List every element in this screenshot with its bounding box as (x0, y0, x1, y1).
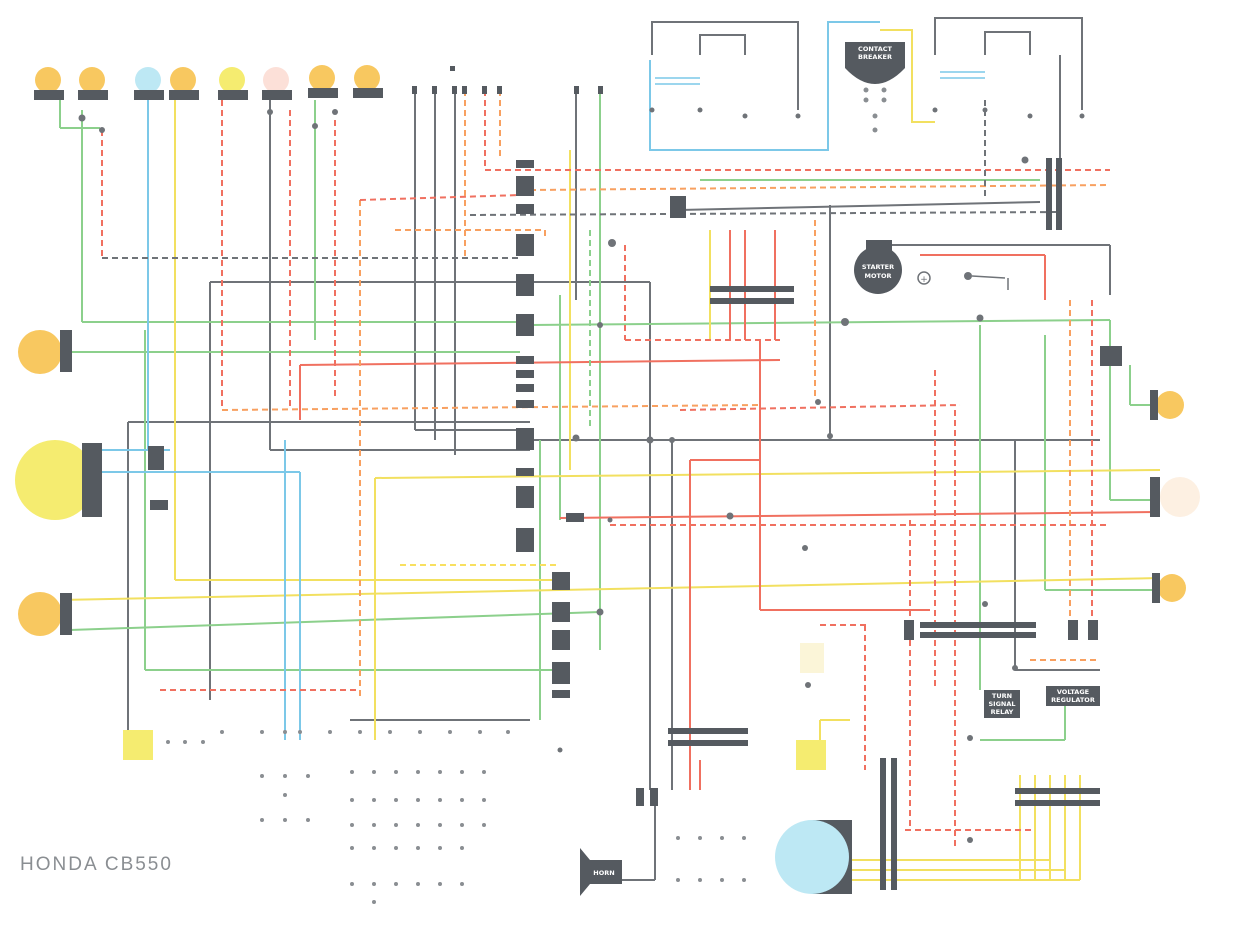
starter-motor: STARTER MOTOR (854, 240, 902, 294)
yellow-wires (59, 29, 1161, 881)
headlight (15, 440, 102, 520)
connector-blocks (148, 158, 1122, 890)
voltage-regulator: VOLTAGE REGULATOR (1046, 686, 1100, 706)
lamp-socket (262, 67, 292, 100)
diagram-title: HONDA CB550 (20, 854, 173, 875)
svg-text:+: + (920, 275, 928, 285)
alternator (775, 820, 852, 894)
black-wires (127, 17, 1111, 881)
ignition-coils (649, 71, 1085, 119)
lamp-socket (353, 65, 383, 98)
lamp-socket (34, 67, 64, 100)
turn-signal-lamp-front-left (18, 330, 72, 374)
turn-signal-lamp-rear-left (18, 592, 72, 636)
voltage-regulator-label-2: REGULATOR (1051, 696, 1095, 704)
turn-signal-relay-label-3: RELAY (991, 708, 1014, 716)
horn-label: HORN (593, 869, 614, 877)
contact-breaker: CONTACT BREAKER (845, 42, 905, 133)
lamp-right-lower (1152, 573, 1186, 603)
contact-breaker-label-1: CONTACT (858, 45, 892, 53)
junction-dots (78, 109, 1029, 843)
contact-breaker-label-2: BREAKER (858, 53, 892, 61)
right-lamps (1150, 390, 1200, 603)
lamp-socket (134, 67, 164, 100)
left-lamps (15, 330, 102, 636)
terminal-grid (166, 730, 746, 904)
starter-motor-label-1: STARTER (862, 263, 894, 271)
lamp-socket (78, 67, 108, 100)
blue-wires (100, 21, 880, 740)
terminal-posts (412, 66, 603, 94)
lamp-row-top (34, 65, 383, 100)
starter-motor-label-2: MOTOR (865, 272, 892, 280)
fuse-boxes (123, 643, 826, 770)
turn-signal-relay-label-1: TURN (992, 692, 1012, 700)
horn: HORN (580, 848, 622, 896)
turn-signal-relay-label-2: SIGNAL (988, 700, 1015, 708)
tail-lamp (1150, 477, 1200, 517)
dashed-wires (101, 90, 1111, 850)
voltage-regulator-label-1: VOLTAGE (1057, 688, 1089, 696)
lamp-socket (169, 67, 199, 100)
lamp-right-upper (1150, 390, 1184, 420)
lamp-socket (218, 67, 248, 100)
starter-relay: + (917, 271, 1009, 290)
turn-signal-relay: TURN SIGNAL RELAY (984, 690, 1020, 718)
lamp-socket (308, 65, 338, 98)
green-wires (59, 90, 1160, 741)
red-wires (299, 230, 1161, 790)
